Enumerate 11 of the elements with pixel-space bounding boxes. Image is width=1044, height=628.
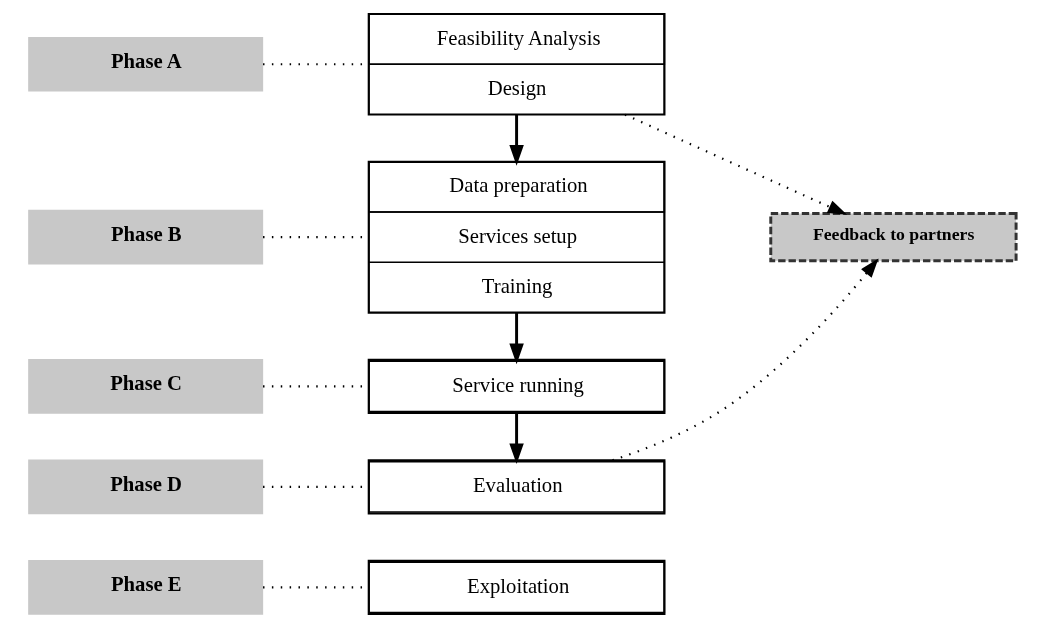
node-box: Phase C [27,359,263,414]
node-box: Feedback to partners [768,212,1018,263]
arrow [508,114,524,166]
node-box: Phase B [27,209,263,265]
arrow [508,413,524,465]
arrow [624,113,847,215]
arrow [611,258,878,462]
node-box: Phase A [27,36,263,92]
arrow [508,312,524,365]
node-box: Phase E [27,560,263,615]
node-box: Phase D [27,459,263,515]
